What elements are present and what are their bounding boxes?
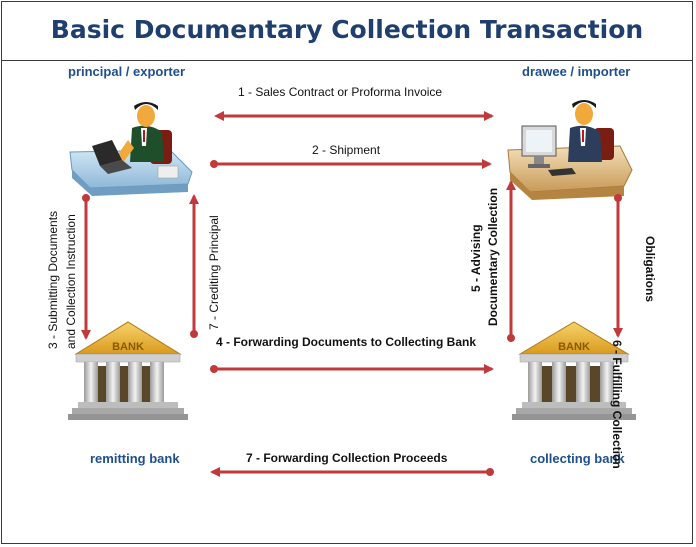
flow-5-label-line1: 5 - Advising <box>469 224 483 292</box>
person-at-laptop-icon <box>69 102 193 196</box>
collecting-bank-label: collecting bank <box>530 451 625 466</box>
flow-1-label: 1 - Sales Contract or Proforma Invoice <box>238 85 443 99</box>
arrow-7b-start-dot <box>486 468 494 476</box>
flow-2-label: 2 - Shipment <box>312 143 381 157</box>
person-at-desktop-icon <box>507 100 633 200</box>
bank-building-icon <box>68 321 188 420</box>
flow-4-label: 4 - Forwarding Documents to Collecting B… <box>216 335 477 349</box>
arrow-3-start-dot <box>82 194 90 202</box>
arrow-4-start-dot <box>210 365 218 373</box>
title-bar: Basic Documentary Collection Transaction <box>1 1 693 61</box>
bank-building-icon <box>512 321 636 420</box>
flow-3-label-line2: and Collection Instruction <box>64 214 78 349</box>
bank-sign-collecting: BANK <box>558 341 590 353</box>
diagram-title: Basic Documentary Collection Transaction <box>50 15 644 44</box>
principal-label: principal / exporter <box>68 64 186 79</box>
drawee-label: drawee / importer <box>522 64 631 79</box>
flow-7-label: 7 - Crediting Principal <box>207 215 221 330</box>
flow-5-label-line2: Documentary Collection <box>486 187 500 326</box>
arrow-7-start-dot <box>190 330 198 338</box>
flow-7b-label: 7 - Forwarding Collection Proceeds <box>246 451 448 465</box>
flow-3-label-line1: 3 - Submitting Documents <box>46 210 60 349</box>
arrow-6-start-dot <box>614 194 622 202</box>
arrow-2-start-dot <box>210 160 218 168</box>
flow-6-label-line2: Obligations <box>643 236 657 302</box>
remitting-bank-label: remitting bank <box>90 451 180 466</box>
arrow-5-start-dot <box>507 334 515 342</box>
flow-6-label-line1: 6 - Fulfilling Collection <box>610 340 624 469</box>
bank-sign-remitting: BANK <box>112 341 144 353</box>
